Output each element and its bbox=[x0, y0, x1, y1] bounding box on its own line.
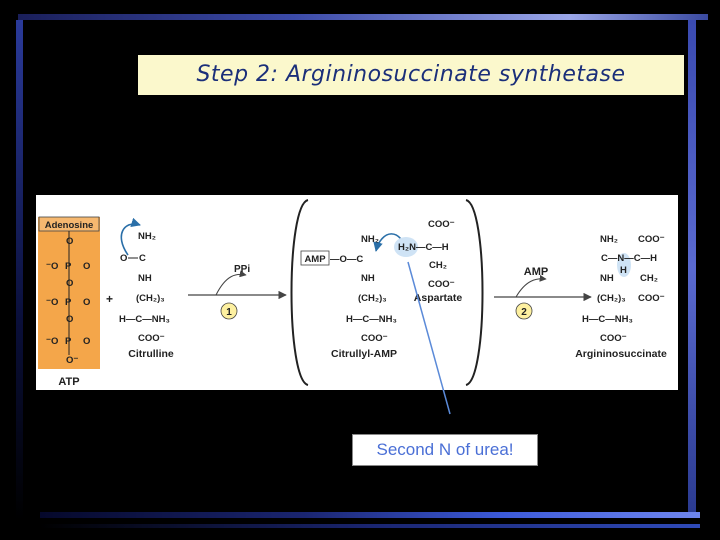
product-nitrogen-highlight bbox=[617, 253, 631, 277]
aspartate-structure: COO⁻ H₂N—C—H CH₂ COO⁻ bbox=[398, 219, 455, 290]
citrullyl-amp-label: Citrullyl-AMP bbox=[331, 348, 397, 360]
svg-text:NH₂: NH₂ bbox=[361, 234, 379, 245]
svg-text:O: O bbox=[83, 336, 90, 347]
svg-text:H—C—NH₃: H—C—NH₃ bbox=[119, 314, 170, 325]
adenosine-label: Adenosine bbox=[45, 220, 94, 231]
svg-text:H—C—NH₃: H—C—NH₃ bbox=[346, 314, 397, 325]
svg-text:⁻O: ⁻O bbox=[46, 297, 58, 308]
svg-text:NH₂: NH₂ bbox=[600, 234, 618, 245]
svg-text:NH: NH bbox=[361, 273, 375, 284]
aspartate-amine-highlight bbox=[394, 237, 418, 257]
amp-box-label: AMP bbox=[304, 254, 326, 265]
right-bracket bbox=[465, 199, 484, 386]
svg-text:O: O bbox=[66, 236, 73, 247]
citrulline-attack-arrow bbox=[120, 217, 141, 256]
argininosuccinate-structure: NH₂ COO⁻ C—N—C—H H NH CH₂ (CH₂)₃ COO⁻ H—… bbox=[582, 234, 665, 344]
svg-text:COO⁻: COO⁻ bbox=[138, 333, 165, 344]
svg-text:—O—C: —O—C bbox=[330, 254, 363, 265]
citrulline-structure: NH₂ O C NH (CH₂)₃ H—C—NH₃ COO⁻ bbox=[119, 231, 170, 344]
citrullyl-structure: —O—C NH₂ NH (CH₂)₃ H—C—NH₃ COO⁻ bbox=[330, 234, 397, 344]
step2-number: 2 bbox=[521, 307, 527, 318]
frame-bar-right bbox=[688, 20, 696, 515]
svg-text:O: O bbox=[83, 297, 90, 308]
svg-text:COO⁻: COO⁻ bbox=[638, 234, 665, 245]
svg-text:P: P bbox=[65, 297, 72, 308]
step1-number: 1 bbox=[226, 307, 232, 318]
argininosuccinate-label: Argininosuccinate bbox=[575, 348, 667, 360]
svg-text:COO⁻: COO⁻ bbox=[428, 219, 455, 230]
atp-label: ATP bbox=[58, 376, 79, 388]
svg-text:O: O bbox=[83, 261, 90, 272]
svg-text:C: C bbox=[139, 253, 146, 264]
svg-text:(CH₂)₃: (CH₂)₃ bbox=[358, 293, 387, 304]
svg-text:P: P bbox=[65, 261, 72, 272]
plus-sign-1: + bbox=[106, 292, 113, 306]
citrulline-label: Citrulline bbox=[128, 348, 174, 360]
svg-text:O⁻: O⁻ bbox=[66, 355, 78, 366]
amp-box bbox=[300, 250, 330, 266]
svg-text:⁻O: ⁻O bbox=[46, 336, 58, 347]
frame-bar-bottom bbox=[40, 512, 700, 518]
svg-text:CH₂: CH₂ bbox=[429, 260, 447, 271]
amp-byproduct-label: AMP bbox=[524, 266, 548, 278]
svg-text:P: P bbox=[65, 336, 72, 347]
svg-text:O: O bbox=[120, 253, 127, 264]
callout-box: Second N of urea! bbox=[352, 434, 538, 466]
svg-text:⁻O: ⁻O bbox=[46, 261, 58, 272]
svg-text:NH: NH bbox=[138, 273, 152, 284]
svg-text:H—C—NH₃: H—C—NH₃ bbox=[582, 314, 633, 325]
ppi-label: PPi bbox=[234, 264, 250, 275]
svg-text:H₂N—C—H: H₂N—C—H bbox=[398, 242, 449, 253]
svg-text:O: O bbox=[66, 278, 73, 289]
svg-text:COO⁻: COO⁻ bbox=[600, 333, 627, 344]
aspartate-label: Aspartate bbox=[414, 292, 463, 304]
amp-release-arrow bbox=[515, 274, 547, 298]
frame-bar-bottom-2 bbox=[40, 524, 700, 528]
svg-text:(CH₂)₃: (CH₂)₃ bbox=[136, 293, 165, 304]
slide-title: Step 2: Argininosuccinate synthetase bbox=[138, 55, 684, 95]
step2-circle bbox=[515, 302, 533, 320]
svg-text:H: H bbox=[620, 265, 627, 276]
svg-text:COO⁻: COO⁻ bbox=[361, 333, 388, 344]
svg-text:NH: NH bbox=[600, 273, 614, 284]
svg-text:COO⁻: COO⁻ bbox=[428, 279, 455, 290]
svg-text:O: O bbox=[66, 314, 73, 325]
frame-bar-top bbox=[18, 14, 708, 20]
ppi-release-arrow bbox=[215, 270, 247, 296]
svg-text:COO⁻: COO⁻ bbox=[638, 293, 665, 304]
svg-text:CH₂: CH₂ bbox=[640, 273, 658, 284]
svg-text:NH₂: NH₂ bbox=[138, 231, 156, 242]
svg-text:C—N—C—H: C—N—C—H bbox=[601, 253, 657, 264]
left-bracket bbox=[290, 199, 309, 386]
frame-bar-left bbox=[16, 20, 23, 520]
svg-text:(CH₂)₃: (CH₂)₃ bbox=[597, 293, 626, 304]
step1-circle bbox=[220, 302, 238, 320]
